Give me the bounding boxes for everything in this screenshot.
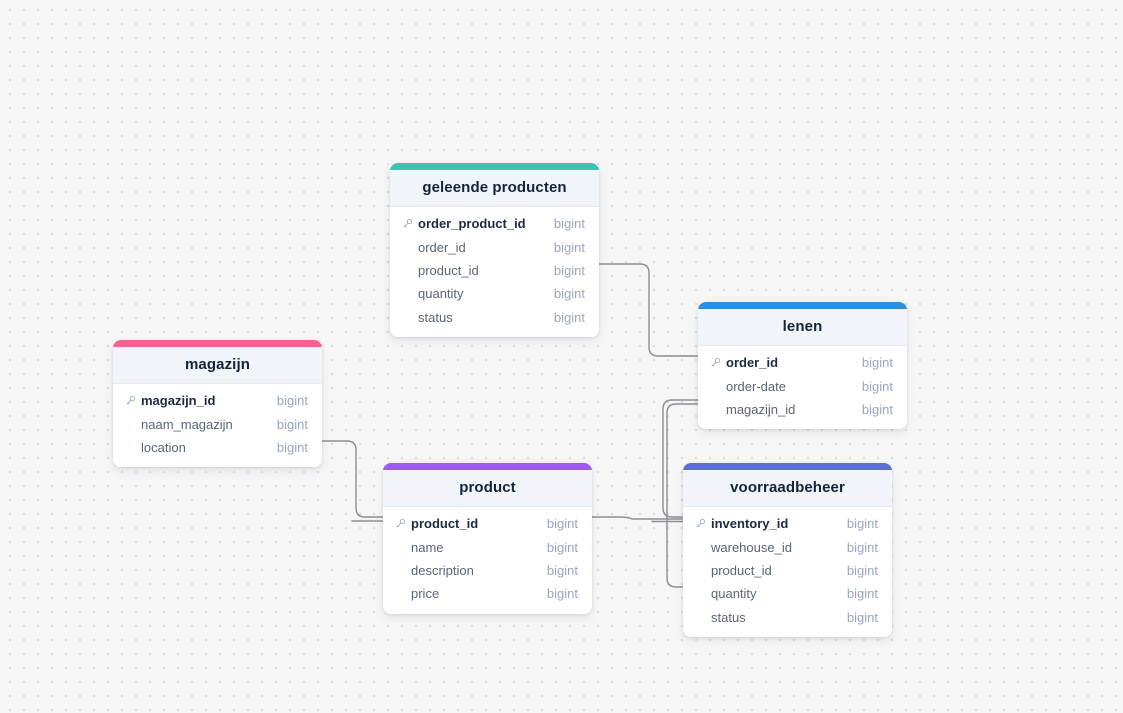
field-name: quantity	[711, 586, 757, 602]
field-name: location	[141, 439, 186, 455]
field-name: price	[411, 586, 440, 602]
field-name: naam_magazijn	[141, 416, 233, 432]
field-row[interactable]: order-date bigint	[698, 374, 907, 397]
accent-bar	[383, 463, 592, 470]
field-type: bigint	[276, 416, 308, 432]
field-row[interactable]: quantity bigint	[683, 582, 892, 605]
field-row[interactable]: name bigint	[383, 535, 592, 558]
field-name: description	[411, 562, 474, 578]
field-row[interactable]: status bigint	[683, 606, 892, 629]
edge-geleende-producten-to-lenen	[598, 263, 699, 357]
field-name: order-date	[726, 378, 786, 394]
field-name: order_id	[418, 239, 466, 255]
field-list: product_id bigint name bigint descriptio…	[383, 507, 592, 614]
field-row[interactable]: order_id bigint	[698, 351, 907, 374]
table-node-magazijn[interactable]: magazijn magazijn_id bigint naam_magazij…	[113, 340, 322, 468]
field-type: bigint	[553, 286, 585, 302]
table-title: geleende producten	[390, 170, 599, 207]
field-name: magazijn_id	[726, 401, 796, 417]
field-type: bigint	[553, 239, 585, 255]
field-row[interactable]: magazijn_id bigint	[113, 389, 322, 412]
field-type: bigint	[846, 609, 878, 625]
field-row[interactable]: naam_magazijn bigint	[113, 412, 322, 435]
field-type: bigint	[846, 516, 878, 532]
accent-bar	[390, 163, 599, 170]
table-title: product	[383, 470, 592, 507]
field-name: inventory_id	[711, 516, 789, 532]
field-name: order_product_id	[418, 216, 526, 232]
field-type: bigint	[276, 393, 308, 409]
field-type: bigint	[861, 378, 893, 394]
field-row[interactable]: location bigint	[113, 436, 322, 459]
field-type: bigint	[276, 439, 308, 455]
field-name: magazijn_id	[141, 393, 216, 409]
field-name: product_id	[711, 562, 772, 578]
field-type: bigint	[846, 562, 878, 578]
field-name: product_id	[418, 262, 479, 278]
field-type: bigint	[846, 539, 878, 555]
field-row[interactable]: product_id bigint	[683, 559, 892, 582]
field-name: product_id	[411, 516, 479, 532]
field-row[interactable]: price bigint	[383, 582, 592, 605]
table-node-geleende-producten[interactable]: geleende producten order_product_id bigi…	[390, 163, 599, 337]
accent-bar	[113, 340, 322, 347]
field-type: bigint	[553, 309, 585, 325]
key-icon	[125, 395, 139, 406]
field-name: order_id	[726, 355, 779, 371]
field-row[interactable]: magazijn_id bigint	[698, 398, 907, 421]
key-icon	[395, 518, 409, 529]
field-type: bigint	[861, 355, 893, 371]
field-list: order_product_id bigint order_id bigint …	[390, 207, 599, 337]
field-row[interactable]: inventory_id bigint	[683, 512, 892, 535]
field-row[interactable]: description bigint	[383, 559, 592, 582]
table-title: voorraadbeheer	[683, 470, 892, 507]
table-node-lenen[interactable]: lenen order_id bigint order-date bigint …	[698, 302, 907, 430]
field-row[interactable]: status bigint	[390, 306, 599, 329]
field-name: status	[711, 609, 746, 625]
accent-bar	[683, 463, 892, 470]
field-type: bigint	[846, 586, 878, 602]
key-icon	[695, 518, 709, 529]
table-title: lenen	[698, 309, 907, 346]
edge-magazijn-to-product	[321, 440, 384, 518]
field-name: name	[411, 539, 444, 555]
field-row[interactable]: product_id bigint	[383, 512, 592, 535]
field-row[interactable]: quantity bigint	[390, 282, 599, 305]
edge-product-to-voorraadbeheer	[591, 516, 684, 520]
field-row[interactable]: order_product_id bigint	[390, 212, 599, 235]
field-row[interactable]: product_id bigint	[390, 259, 599, 282]
accent-bar	[698, 302, 907, 309]
field-list: magazijn_id bigint naam_magazijn bigint …	[113, 384, 322, 468]
field-name: quantity	[418, 286, 464, 302]
field-name: status	[418, 309, 453, 325]
field-type: bigint	[546, 562, 578, 578]
table-node-product[interactable]: product product_id bigint name bigint de…	[383, 463, 592, 614]
field-type: bigint	[546, 539, 578, 555]
field-list: inventory_id bigint warehouse_id bigint …	[683, 507, 892, 637]
key-icon	[710, 357, 724, 368]
field-type: bigint	[553, 262, 585, 278]
field-name: warehouse_id	[711, 539, 792, 555]
field-row[interactable]: warehouse_id bigint	[683, 535, 892, 558]
table-node-voorraadbeheer[interactable]: voorraadbeheer inventory_id bigint wareh…	[683, 463, 892, 637]
field-row[interactable]: order_id bigint	[390, 235, 599, 258]
field-type: bigint	[861, 401, 893, 417]
field-type: bigint	[553, 216, 585, 232]
table-title: magazijn	[113, 347, 322, 384]
field-list: order_id bigint order-date bigint magazi…	[698, 346, 907, 430]
field-type: bigint	[546, 586, 578, 602]
key-icon	[402, 218, 416, 229]
field-type: bigint	[546, 516, 578, 532]
